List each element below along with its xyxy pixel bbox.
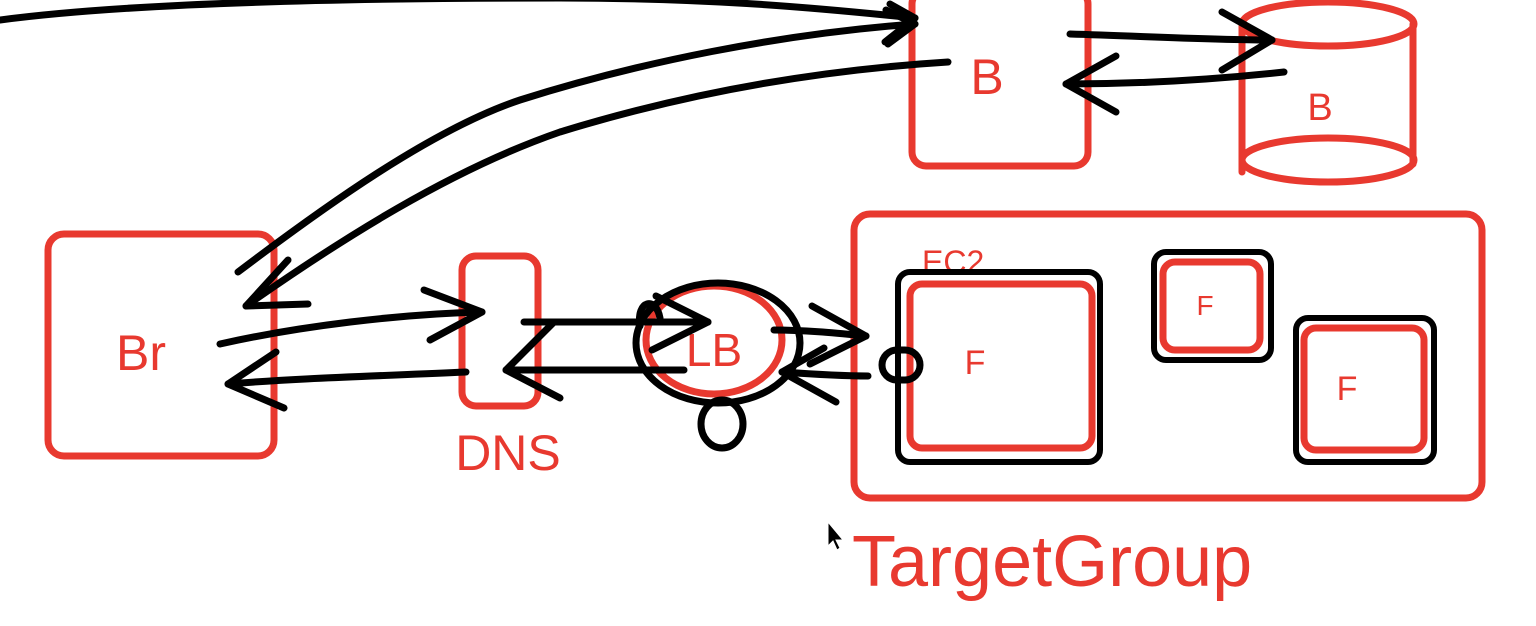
arrow-browser-to-dns [216,308,486,348]
instance-3-label: F [1337,370,1358,408]
mouse-pointer-icon [827,520,845,551]
target-group-port [878,346,924,384]
arrow-backend-to-browser [242,58,952,310]
arrow-backend-to-db-head [1218,8,1276,74]
instance-1-box [906,280,1096,452]
backend-label: B [970,49,1003,105]
dns-box [458,252,542,410]
arrow-targetgroup-to-lb [778,368,872,380]
arrow-browser-to-backend-head [882,6,919,48]
arrow-dns-to-browser-head [224,348,288,412]
lb-small-loop [636,300,664,330]
instance-2-label: F [1196,290,1213,321]
lb-label: LB [686,324,742,376]
arrow-lb-to-targetgroup-head [806,302,870,368]
arrow-top-left-head [881,0,919,46]
database-cylinder [1238,0,1418,186]
arrow-browser-to-backend [234,20,919,276]
instance-2-outline [1151,249,1274,363]
instance-3-outline [1293,315,1437,465]
arrow-backend-to-browser-head [242,256,312,310]
arrow-targetgroup-to-lb-head [778,344,840,406]
arrow-browser-to-dns-head [420,286,486,344]
arrow-db-to-backend [1062,68,1288,88]
lb-small-circle [697,396,747,452]
browser-box [44,230,278,460]
instance-1-label: F [965,344,986,382]
arrow-dns-to-browser [224,368,470,388]
instance-3-box [1300,324,1428,454]
arrow-top-left-line [0,0,919,24]
arrow-db-to-backend-head [1062,52,1120,116]
target-group-box [850,210,1486,502]
arrow-backend-to-db [1066,30,1276,44]
arrow-lb-to-targetgroup [770,326,870,340]
arrow-lb-to-dns-head [502,318,564,402]
instance-2-box [1159,258,1264,354]
target-group-label: TargetGroup [852,522,1252,602]
browser-label: Br [116,325,166,381]
instance-1-outline [895,269,1103,465]
backend-box [908,0,1092,170]
arrow-dns-to-lb-head [648,292,712,354]
dns-label: DNS [455,425,561,481]
database-label: B [1307,87,1332,129]
